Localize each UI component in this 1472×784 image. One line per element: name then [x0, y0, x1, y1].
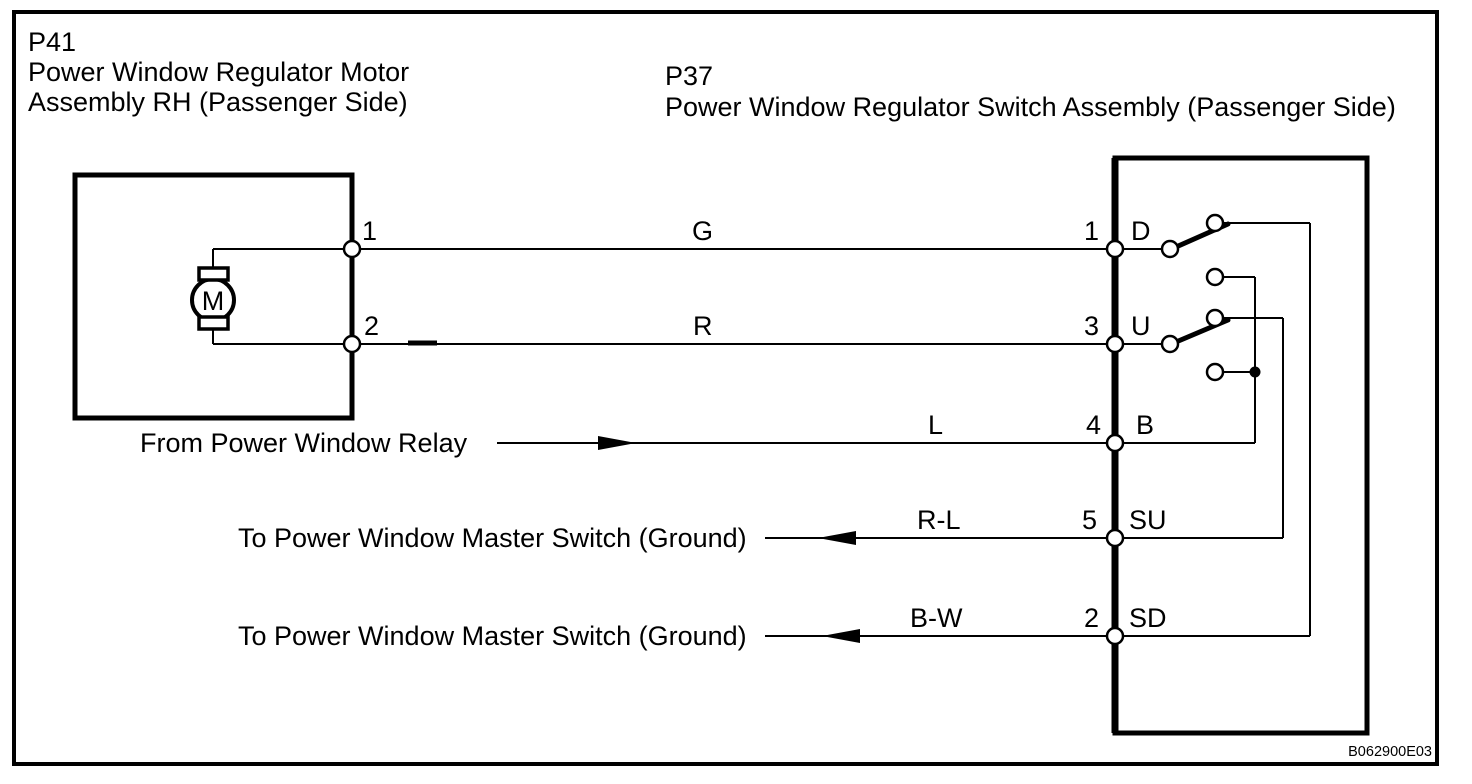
- connector-p37-title: P37 Power Window Regulator Switch Assemb…: [665, 61, 1396, 122]
- wire-rl-row: To Power Window Master Switch (Ground): [238, 523, 1283, 553]
- arrow-right-icon: [598, 436, 636, 450]
- to-master-switch-label-1: To Power Window Master Switch (Ground): [238, 523, 747, 553]
- switch-pin-3-u: [1105, 334, 1125, 354]
- stationary-contact-1: [1205, 213, 1225, 233]
- motor-pin-1: [342, 239, 362, 259]
- pivot-contact-u: [1160, 334, 1180, 354]
- motor-brush-top: [197, 266, 230, 282]
- p37-id: P37: [665, 61, 713, 91]
- switch-terminal-d: D: [1131, 216, 1151, 246]
- switch-pin-4-b: [1105, 433, 1125, 453]
- switch-pin-1-d: [1105, 239, 1125, 259]
- switch-terminal-b: B: [1136, 410, 1154, 440]
- switch-pin-5-su: [1105, 528, 1125, 548]
- switch-box-outline: [1112, 155, 1370, 736]
- pivot-contact-d: [1160, 239, 1180, 259]
- wire-g-code: G: [692, 216, 713, 246]
- switch-terminal-sd: SD: [1129, 603, 1167, 633]
- p41-name-line1: Power Window Regulator Motor: [28, 57, 409, 87]
- switch-pin-3-number: 3: [1084, 311, 1099, 341]
- arrow-left-icon: [818, 531, 856, 545]
- wire-l-row: From Power Window Relay: [140, 428, 1255, 458]
- switch-terminal-u: U: [1131, 311, 1151, 341]
- p41-name-line2: Assembly RH (Passenger Side): [28, 87, 408, 117]
- motor-pin-1-number: 1: [362, 216, 377, 246]
- from-relay-label: From Power Window Relay: [140, 428, 468, 458]
- to-master-switch-label-2: To Power Window Master Switch (Ground): [238, 621, 747, 651]
- p41-id: P41: [28, 27, 76, 57]
- connector-pins: [342, 239, 1125, 646]
- figure-code: B062900E03: [1348, 744, 1432, 760]
- diagram-border: [12, 10, 1439, 766]
- switch-pin-2-sd: [1105, 626, 1125, 646]
- motor-assembly-box: M: [72, 172, 355, 421]
- motor-box-outline: [72, 172, 355, 421]
- motor-pin-2-number: 2: [364, 311, 379, 341]
- connector-p41-title: P41 Power Window Regulator Motor Assembl…: [28, 27, 409, 117]
- stationary-contact-3: [1205, 308, 1225, 328]
- switch-assembly-box: [1111, 155, 1370, 736]
- wire-bw-code: B-W: [910, 603, 963, 633]
- wire-rl-code: R-L: [917, 505, 961, 535]
- junction-dot: [1249, 366, 1261, 378]
- switch-pin-5-number: 5: [1082, 505, 1097, 535]
- motor-symbol-letter: M: [202, 286, 225, 316]
- switch-pin-4-number: 4: [1086, 410, 1101, 440]
- p37-name: Power Window Regulator Switch Assembly (…: [665, 92, 1396, 122]
- wire-l-code: L: [928, 410, 943, 440]
- stationary-contact-2: [1205, 267, 1225, 287]
- stationary-contact-4: [1205, 362, 1225, 382]
- switch-pin-1-number: 1: [1084, 216, 1099, 246]
- switch-pin-2-number: 2: [1084, 603, 1099, 633]
- switch-terminal-su: SU: [1129, 505, 1167, 535]
- arrow-left-icon: [822, 629, 860, 643]
- motor-brush-bottom: [197, 315, 230, 331]
- motor-pin-2: [342, 334, 362, 354]
- wire-r-code: R: [693, 311, 713, 341]
- wire-bw-row: To Power Window Master Switch (Ground): [238, 621, 1310, 651]
